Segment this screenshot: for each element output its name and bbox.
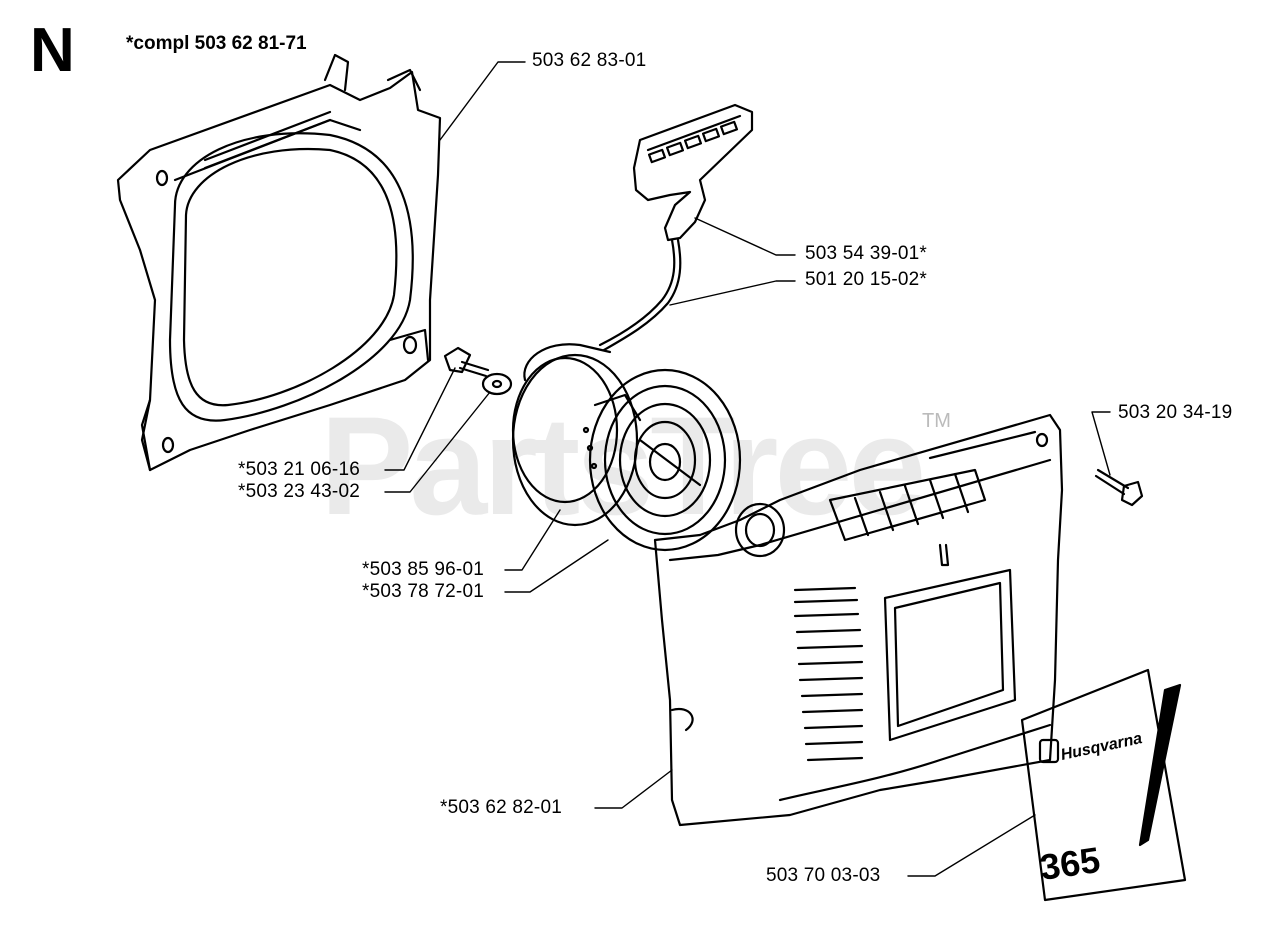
part-label-p2[interactable]: 503 54 39-01* xyxy=(805,243,927,264)
leader-p5 xyxy=(384,367,456,471)
part-label-p10[interactable]: 503 70 03-03 xyxy=(766,865,881,886)
part-label-p1[interactable]: 503 62 83-01 xyxy=(532,50,647,71)
pulley-drawing xyxy=(511,343,639,527)
part-label-p9[interactable]: *503 62 82-01 xyxy=(440,797,562,818)
screw-washer-left-drawing xyxy=(443,346,513,396)
assembly-note: *compl 503 62 81-71 xyxy=(126,33,307,54)
section-letter: N xyxy=(30,16,75,85)
part-label-p6[interactable]: *503 23 43-02 xyxy=(238,481,360,502)
leader-p8 xyxy=(504,539,609,593)
spring-cassette-drawing xyxy=(588,368,742,552)
fan-housing-drawing xyxy=(116,53,442,472)
leader-p4 xyxy=(1091,411,1111,476)
part-label-p8[interactable]: *503 78 72-01 xyxy=(362,581,484,602)
starter-rope-drawing xyxy=(598,238,682,352)
watermark: PartsTree xyxy=(320,387,926,544)
part-label-p5[interactable]: *503 21 06-16 xyxy=(238,459,360,480)
leader-p6 xyxy=(384,391,491,493)
decal-model-text: 365 xyxy=(1037,839,1102,888)
leader-p2 xyxy=(694,217,796,256)
leader-p9 xyxy=(594,769,673,809)
leader-p7 xyxy=(504,509,561,571)
part-label-p7[interactable]: *503 85 96-01 xyxy=(362,559,484,580)
decal-drawing: Husqvarna 365 xyxy=(1020,668,1187,902)
decal-brand-text: Husqvarna xyxy=(1059,730,1144,764)
leader-p1 xyxy=(439,61,526,141)
screw-right-drawing xyxy=(1094,468,1144,507)
leader-p3 xyxy=(669,280,796,306)
starter-cover-drawing xyxy=(653,413,1064,827)
part-label-p3[interactable]: 501 20 15-02* xyxy=(805,269,927,290)
leader-lines xyxy=(384,61,1111,877)
leader-p10 xyxy=(907,814,1036,877)
trademark-symbol: TM xyxy=(922,410,951,432)
starter-handle-drawing xyxy=(632,103,754,242)
part-label-p4[interactable]: 503 20 34-19 xyxy=(1118,402,1233,423)
